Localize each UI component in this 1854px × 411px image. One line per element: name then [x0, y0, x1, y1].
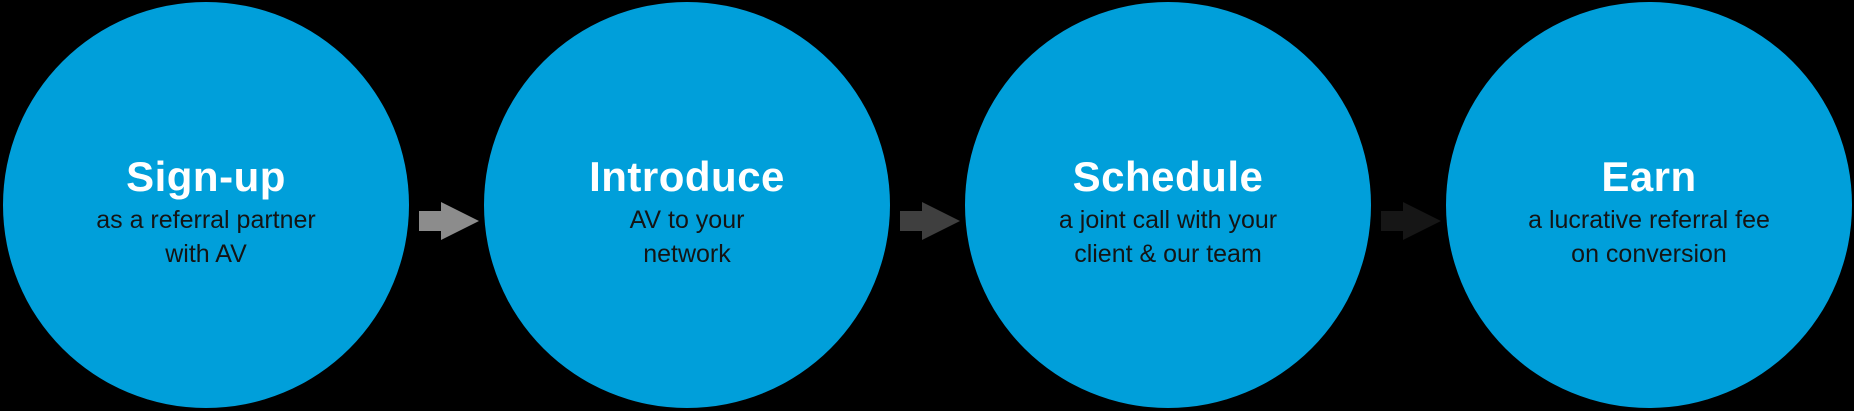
- step-circle-sign-up: Sign-up as a referral partner with AV: [3, 2, 409, 408]
- arrow-right-shape: [1381, 202, 1441, 240]
- step-circle-introduce: Introduce AV to your network: [484, 2, 890, 408]
- arrow-right-icon: [1381, 202, 1441, 240]
- arrow-right-icon: [900, 202, 960, 240]
- step-title: Earn: [1601, 152, 1697, 200]
- step-circle-earn: Earn a lucrative referral fee on convers…: [1446, 2, 1852, 408]
- arrow-right-shape: [900, 202, 960, 240]
- arrow-right-shape: [419, 202, 479, 240]
- arrow-right-icon: [419, 202, 479, 240]
- step-circle-schedule: Schedule a joint call with your client &…: [965, 2, 1371, 408]
- step-title: Sign-up: [126, 152, 286, 200]
- step-subtitle: a joint call with your client & our team: [1058, 206, 1278, 269]
- step-title: Introduce: [589, 152, 785, 200]
- step-title: Schedule: [1072, 152, 1264, 200]
- step-subtitle: as a referral partner with AV: [96, 206, 316, 269]
- step-subtitle: AV to your network: [629, 206, 745, 269]
- step-subtitle: a lucrative referral fee on conversion: [1528, 206, 1770, 269]
